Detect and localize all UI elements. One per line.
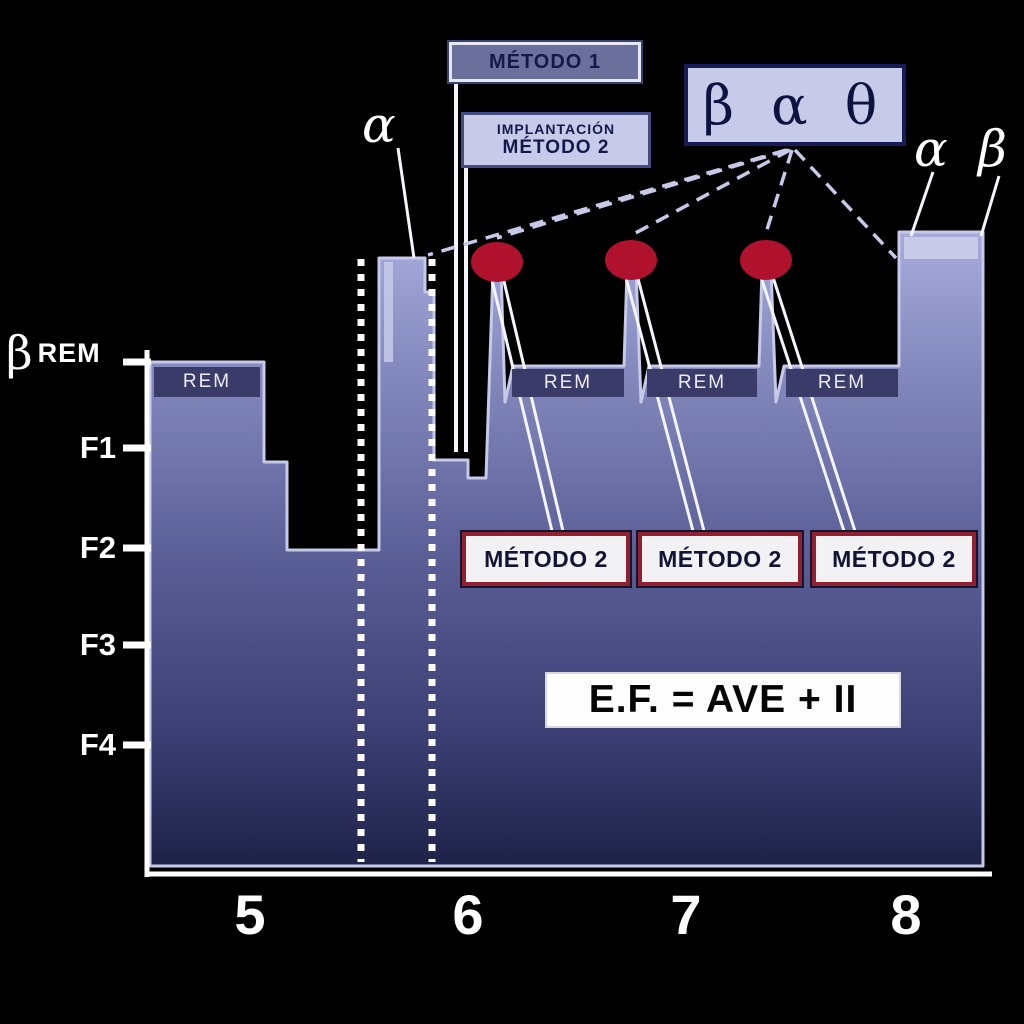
pointer-line (500, 272, 565, 532)
rem-axis-label: REM (37, 337, 101, 368)
rem-text: REM (817, 372, 867, 393)
y-axis-label-f3: F3 (79, 627, 116, 662)
alpha-label-right: α (914, 120, 948, 178)
implantacion-metodo2-box: IMPLANTACIÓN MÉTODO 2 (461, 112, 651, 168)
event-dot (471, 242, 523, 282)
rem-text: REM (182, 371, 232, 392)
event-dot (740, 240, 792, 280)
pointer-line (634, 270, 706, 532)
rem-text: REM (677, 372, 727, 393)
metodo2-box-3: MÉTODO 2 (812, 532, 976, 586)
beta-alpha-theta-label: β α θ (702, 73, 888, 137)
beta-alpha-theta-box: β α θ (684, 64, 906, 146)
dashed-link-line (427, 148, 787, 257)
x-axis-tick-6: 6 (452, 883, 484, 946)
metodo2-box-1: MÉTODO 2 (462, 532, 630, 586)
event-dot (605, 240, 657, 280)
pointer-line (396, 147, 416, 259)
pointer-line (623, 273, 695, 532)
metodo1-label: MÉTODO 1 (488, 50, 602, 73)
metodo2-label: MÉTODO 2 (832, 545, 956, 572)
y-axis-label-f1: F1 (79, 430, 116, 465)
dashed-link-line (629, 148, 791, 238)
metodo2-box-2: MÉTODO 2 (638, 532, 802, 586)
x-axis-tick-5: 5 (234, 883, 266, 946)
y-axis-label-f4: F4 (79, 727, 116, 762)
pointer-line (909, 171, 935, 237)
formula-label: E.F. = AVE + II (588, 678, 858, 721)
beta-axis-symbol: β (6, 326, 33, 380)
y-axis-label-beta-rem: β REM (6, 330, 101, 376)
implantacion-metodo2-label: MÉTODO 2 (502, 137, 610, 158)
rem-text: REM (543, 372, 593, 393)
rem-segment-label-2: REM (512, 369, 624, 397)
rem-segment-label-3: REM (647, 369, 757, 397)
pointer-line (758, 273, 846, 532)
rem-segment-label-1: REM (154, 367, 260, 397)
x-axis-tick-8: 8 (890, 883, 922, 946)
shape-highlight (384, 262, 393, 362)
pointer-line (489, 275, 554, 532)
alpha-label-left: α (362, 96, 396, 154)
dashed-link-line (793, 148, 898, 260)
implantacion-label: IMPLANTACIÓN (496, 121, 616, 137)
pointer-line (979, 175, 1001, 237)
x-axis-tick-7: 7 (670, 883, 702, 946)
metodo1-box: MÉTODO 1 (449, 42, 641, 82)
pointer-line (769, 270, 857, 532)
dashed-link-line (496, 148, 789, 240)
beta-label-right: β (978, 120, 1007, 178)
rem-segment-label-4: REM (786, 369, 898, 397)
shape-highlight (904, 237, 978, 259)
formula-box: E.F. = AVE + II (545, 672, 901, 728)
metodo2-label: MÉTODO 2 (484, 545, 608, 572)
dashed-link-line (763, 149, 794, 237)
metodo2-label: MÉTODO 2 (658, 545, 782, 572)
y-axis-label-f2: F2 (79, 530, 116, 565)
